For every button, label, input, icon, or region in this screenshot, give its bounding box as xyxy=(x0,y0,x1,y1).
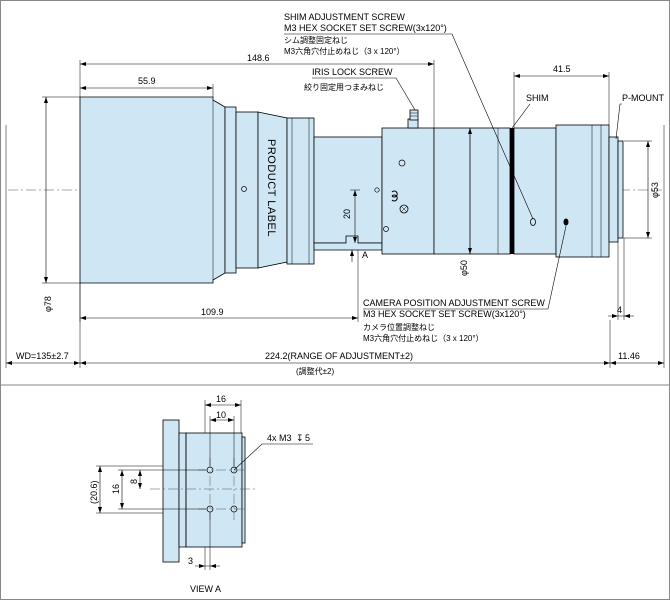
shim-leader xyxy=(511,103,531,129)
neck-tube xyxy=(313,136,383,244)
camera-screw-jp-2: M3六角穴付止めねじ（3 x 120°） xyxy=(363,333,484,343)
iris-screw-3 xyxy=(383,226,389,232)
p-mount-body xyxy=(608,136,619,243)
va-holes-leader xyxy=(233,443,313,471)
va-holes-label: 4x M3 xyxy=(267,433,292,443)
product-label-text: PRODUCT LABEL xyxy=(265,139,277,237)
dim-dia50: φ50 xyxy=(459,260,469,276)
rear-cap xyxy=(555,124,610,258)
va-dim-3: 3 xyxy=(188,556,193,566)
va-dim-206: (20.6) xyxy=(89,480,99,504)
camera-screw-leader xyxy=(363,225,567,310)
va-hole-depth-symbol: ↧ xyxy=(296,433,304,443)
dim-20: 20 xyxy=(342,209,352,219)
camera-screw-en-2: M3 HEX SOCKET SET SCREW(3x120°) xyxy=(363,309,526,319)
va-dim-10: 10 xyxy=(216,410,226,420)
p-mount-leader xyxy=(615,103,622,140)
shim-screw-en-2: M3 HEX SOCKET SET SCREW(3x120°) xyxy=(284,23,447,33)
va-dim-16v: 16 xyxy=(111,484,121,494)
dim-559: 55.9 xyxy=(138,76,156,86)
dim-wd: WD=135±2.7 xyxy=(16,351,69,361)
dim-range: 224.2(RANGE OF ADJUSTMENT±2) xyxy=(265,351,413,361)
neck-hole xyxy=(374,187,380,193)
flange-step xyxy=(313,235,383,251)
dim-1099: 109.9 xyxy=(201,307,224,317)
view-a xyxy=(150,419,258,563)
p-mount-label: P-MOUNT xyxy=(622,93,664,103)
view-a-block xyxy=(185,432,243,548)
front-hood xyxy=(79,96,226,284)
dim-4: 4 xyxy=(617,305,622,315)
dim-415: 41.5 xyxy=(553,64,571,74)
rear-barrel xyxy=(513,127,557,255)
dim-range-jp: (調整代±2) xyxy=(296,366,335,376)
dim-148: 148.6 xyxy=(247,53,270,63)
va-dim-8: 8 xyxy=(129,479,139,484)
view-a-marker: A xyxy=(362,250,368,260)
iris-block xyxy=(381,127,435,255)
iris-screw-1 xyxy=(398,159,406,167)
front-ring-2 xyxy=(235,111,259,269)
shim-screw-leader xyxy=(284,33,534,220)
hood-hole xyxy=(241,186,247,192)
iris-lock-jp: 絞り固定用つまみねじ xyxy=(304,82,384,92)
main-barrel xyxy=(433,127,511,255)
p-mount-flange xyxy=(617,140,624,239)
lens-body xyxy=(79,96,624,284)
iris-lock-en: IRIS LOCK SCREW xyxy=(312,67,393,77)
camera-screw-en-1: CAMERA POSITION ADJUSTMENT SCREW xyxy=(363,298,545,308)
shim-ring xyxy=(510,128,514,254)
view-a-step xyxy=(178,432,187,548)
view-a-edge xyxy=(241,436,246,544)
view-a-title: VIEW A xyxy=(190,584,221,594)
dim-dia78: φ78 xyxy=(43,296,53,312)
shim-screw-en-1: SHIM ADJUSTMENT SCREW xyxy=(284,12,405,22)
shim-label: SHIM xyxy=(526,93,549,103)
front-ring-1 xyxy=(224,106,237,274)
camera-screw-jp-1: カメラ位置調整ねじ xyxy=(363,322,435,332)
iris-lock-screw xyxy=(409,109,419,121)
dim-1146: 11.46 xyxy=(618,351,640,361)
va-dim-16: 16 xyxy=(216,394,226,404)
c-mark-1 xyxy=(391,190,398,198)
va-hole-depth: 5 xyxy=(305,433,310,443)
shim-screw-jp-1: シム調整固定ねじ xyxy=(284,35,348,45)
dim-dia53: φ53 xyxy=(650,182,660,198)
c-mark-2 xyxy=(391,194,398,202)
label-ring xyxy=(286,117,315,265)
view-a-flange xyxy=(162,419,180,563)
shim-screw-jp-2: M3六角穴付止めねじ（3 x 120°） xyxy=(284,46,405,56)
shim-screw-hole xyxy=(530,218,536,226)
camera-screw-hole xyxy=(563,218,569,226)
iris-lock-leader xyxy=(312,77,416,111)
